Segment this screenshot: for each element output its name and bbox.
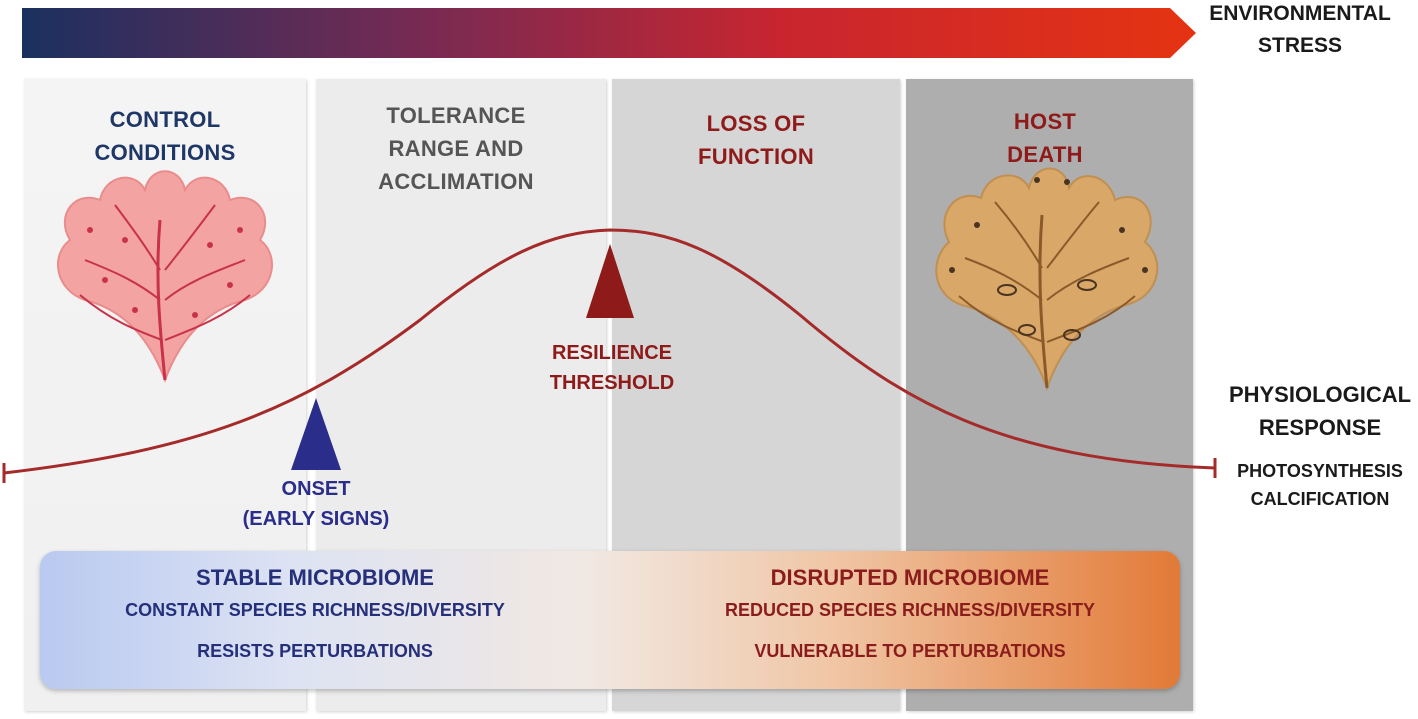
disrupted-microbiome-line2: VULNERABLE TO PERTURBATIONS <box>754 641 1066 661</box>
stable-microbiome-title: STABLE MICROBIOME <box>196 565 434 590</box>
resilience-label: RESILIENCE THRESHOLD <box>549 342 675 394</box>
onset-label: ONSET (EARLY SIGNS) <box>242 478 390 530</box>
stress-arrow <box>22 8 1196 58</box>
microbiome-box: STABLE MICROBIOME CONSTANT SPECIES RICHN… <box>40 551 1180 689</box>
response-metrics: PHOTOSYNTHESIS CALCIFICATION <box>1237 461 1403 509</box>
disrupted-microbiome-title: DISRUPTED MICROBIOME <box>770 565 1050 590</box>
panel-title-tolerance: TOLERANCE RANGE AND ACCLIMATION <box>378 103 534 194</box>
physiological-response-curve <box>3 228 1216 475</box>
panel-title-control: CONTROL CONDITIONS <box>94 107 236 165</box>
stress-axis-label: ENVIRONMENTAL STRESS <box>1209 2 1391 57</box>
healthy-alga-icon <box>57 170 273 383</box>
resilience-marker <box>586 244 634 318</box>
response-axis-label: PHYSIOLOGICAL RESPONSE <box>1228 382 1412 440</box>
panel-title-death: HOST DEATH <box>1007 109 1083 167</box>
bleached-alga-icon <box>935 167 1159 392</box>
onset-marker <box>291 398 341 470</box>
disrupted-microbiome-line1: REDUCED SPECIES RICHNESS/DIVERSITY <box>724 600 1096 620</box>
stable-microbiome-line1: CONSTANT SPECIES RICHNESS/DIVERSITY <box>125 600 505 620</box>
stable-microbiome-line2: RESISTS PERTURBATIONS <box>197 641 433 661</box>
panel-title-loss: LOSS OF FUNCTION <box>697 111 815 169</box>
